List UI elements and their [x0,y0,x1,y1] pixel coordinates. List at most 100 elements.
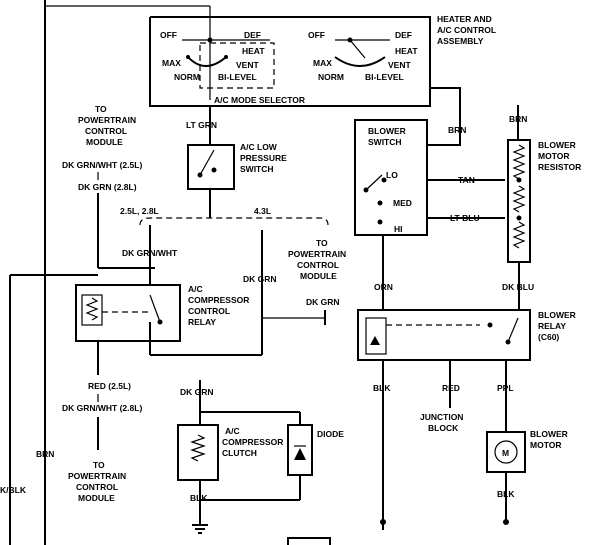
right-dial-wiper [349,39,366,59]
relay-line1: A/C [188,284,203,294]
clutch-line2: COMPRESSOR [222,437,283,447]
resistor-coil-1 [512,144,526,180]
low-switch-contact-b [211,167,217,173]
resistor-coil-3 [512,221,526,249]
blower-relay-line2: RELAY [538,321,566,331]
blk-relay-ground [380,519,386,525]
blower-relay-blade [507,317,519,343]
clutch-line3: CLUTCH [222,448,257,458]
blower-switch-line1: BLOWER [368,126,406,136]
blower-relay-box [357,309,531,361]
junction-line2: BLOCK [428,423,459,433]
clutch-coil [190,434,206,462]
blk-left-label: K/BLK [0,485,27,495]
left-dial-vent-contact [224,55,228,59]
engine-option-brace [139,217,329,226]
blower-switch-box [354,119,428,236]
dk-grn-28-label: DK GRN (2.8L) [78,182,137,192]
resistor-line3: RESISTOR [538,162,581,172]
diode-symbol [294,448,306,460]
pcm-bot-line1: TO [93,460,105,470]
right-heat-label: HEAT [395,46,418,56]
brn-right-label: BRN [509,114,527,124]
left-off-label: OFF [160,30,177,40]
blower-relay-contact-b [505,339,511,345]
med-label: MED [393,198,412,208]
left-def-label: DEF [244,30,261,40]
brn-mid-wire [427,105,461,146]
lo-label: LO [386,170,398,180]
pcm-bot-line4: MODULE [78,493,115,503]
motor-symbol: M [502,448,509,458]
right-dial-arc [334,56,386,67]
ac-low-line1: A/C LOW [240,142,278,152]
engine-right-label: 4.3L [254,206,271,216]
dk-grn-wht-25-label: DK GRN/WHT (2.5L) [62,160,142,170]
right-vent-label: VENT [388,60,411,70]
pcm-top-line2: POWERTRAIN [78,115,136,125]
heater-title-line2: A/C CONTROL [437,25,496,35]
ac-compressor-relay-box [75,284,181,342]
lt-blu-label: LT BLU [450,213,480,223]
left-norm-label: NORM [174,72,200,82]
blk-relay-label: BLK [373,383,391,393]
pcm-top-line3: CONTROL [85,126,127,136]
blower-relay-contact-a [487,322,493,328]
pcm-bot-line2: POWERTRAIN [68,471,126,481]
brn-left-label: BRN [36,449,54,459]
relay-switch-blade [149,294,161,323]
motor-line1: BLOWER [530,429,568,439]
left-dial-arc [187,56,227,67]
left-heat-label: HEAT [242,46,265,56]
dk-grn-mid2-label: DK GRN [306,297,340,307]
blower-hi-contact [377,219,383,225]
ac-low-line2: PRESSURE [240,153,287,163]
bottom-component-stub [287,537,331,545]
orn-label: ORN [374,282,393,292]
ac-low-line3: SWITCH [240,164,274,174]
pcm-top-line1: TO [95,104,107,114]
mode-selector-label: A/C MODE SELECTOR [214,95,305,105]
red-relay-label: RED [442,383,460,393]
left-vent-label: VENT [236,60,259,70]
low-switch-blade [199,149,215,176]
relay-contact [157,319,163,325]
right-max-label: MAX [313,58,332,68]
blower-switch-blade [365,174,383,191]
relay-line2: COMPRESSOR [188,295,249,305]
ppl-label: PPL [497,383,514,393]
tan-label: TAN [458,175,475,185]
junction-line1: JUNCTION [420,412,463,422]
right-norm-label: NORM [318,72,344,82]
right-off-label: OFF [308,30,325,40]
ac-low-pressure-switch-box [187,144,235,190]
motor-line2: MOTOR [530,440,561,450]
blower-lo-contact [381,177,387,183]
diode-label: DIODE [317,429,344,439]
left-max-label: MAX [162,58,181,68]
blower-switch-pivot [363,187,369,193]
relay-coil-winding [85,297,99,321]
pcm-mid-line1: TO [316,238,328,248]
pcm-top-line4: MODULE [86,137,123,147]
control-assembly-box-top [150,16,461,105]
blk-motor-ground [503,519,509,525]
low-switch-contact-a [197,172,203,178]
engines-left-label: 2.5L, 2.8L [120,206,159,216]
blower-relay-line1: BLOWER [538,310,576,320]
blower-relay-diode [370,336,380,345]
blk-motor-label: BLK [497,489,515,499]
relay-line4: RELAY [188,317,216,327]
pcm-mid-line2: POWERTRAIN [288,249,346,259]
dk-grn-mid-label: DK GRN [243,274,277,284]
dk-grn-wht-28-label: DK GRN/WHT (2.8L) [62,403,142,413]
red-25-label: RED (2.5L) [88,381,131,391]
blower-switch-line2: SWITCH [368,137,402,147]
dk-grn-wht-label: DK GRN/WHT [122,248,178,258]
clutch-box [177,424,219,481]
dk-blu-label: DK BLU [502,282,534,292]
blk-clutch-label: BLK [190,493,208,503]
clutch-ground-symbol [192,524,208,534]
right-bilevel-label: BI-LEVEL [365,72,404,82]
pcm-bot-line3: CONTROL [76,482,118,492]
